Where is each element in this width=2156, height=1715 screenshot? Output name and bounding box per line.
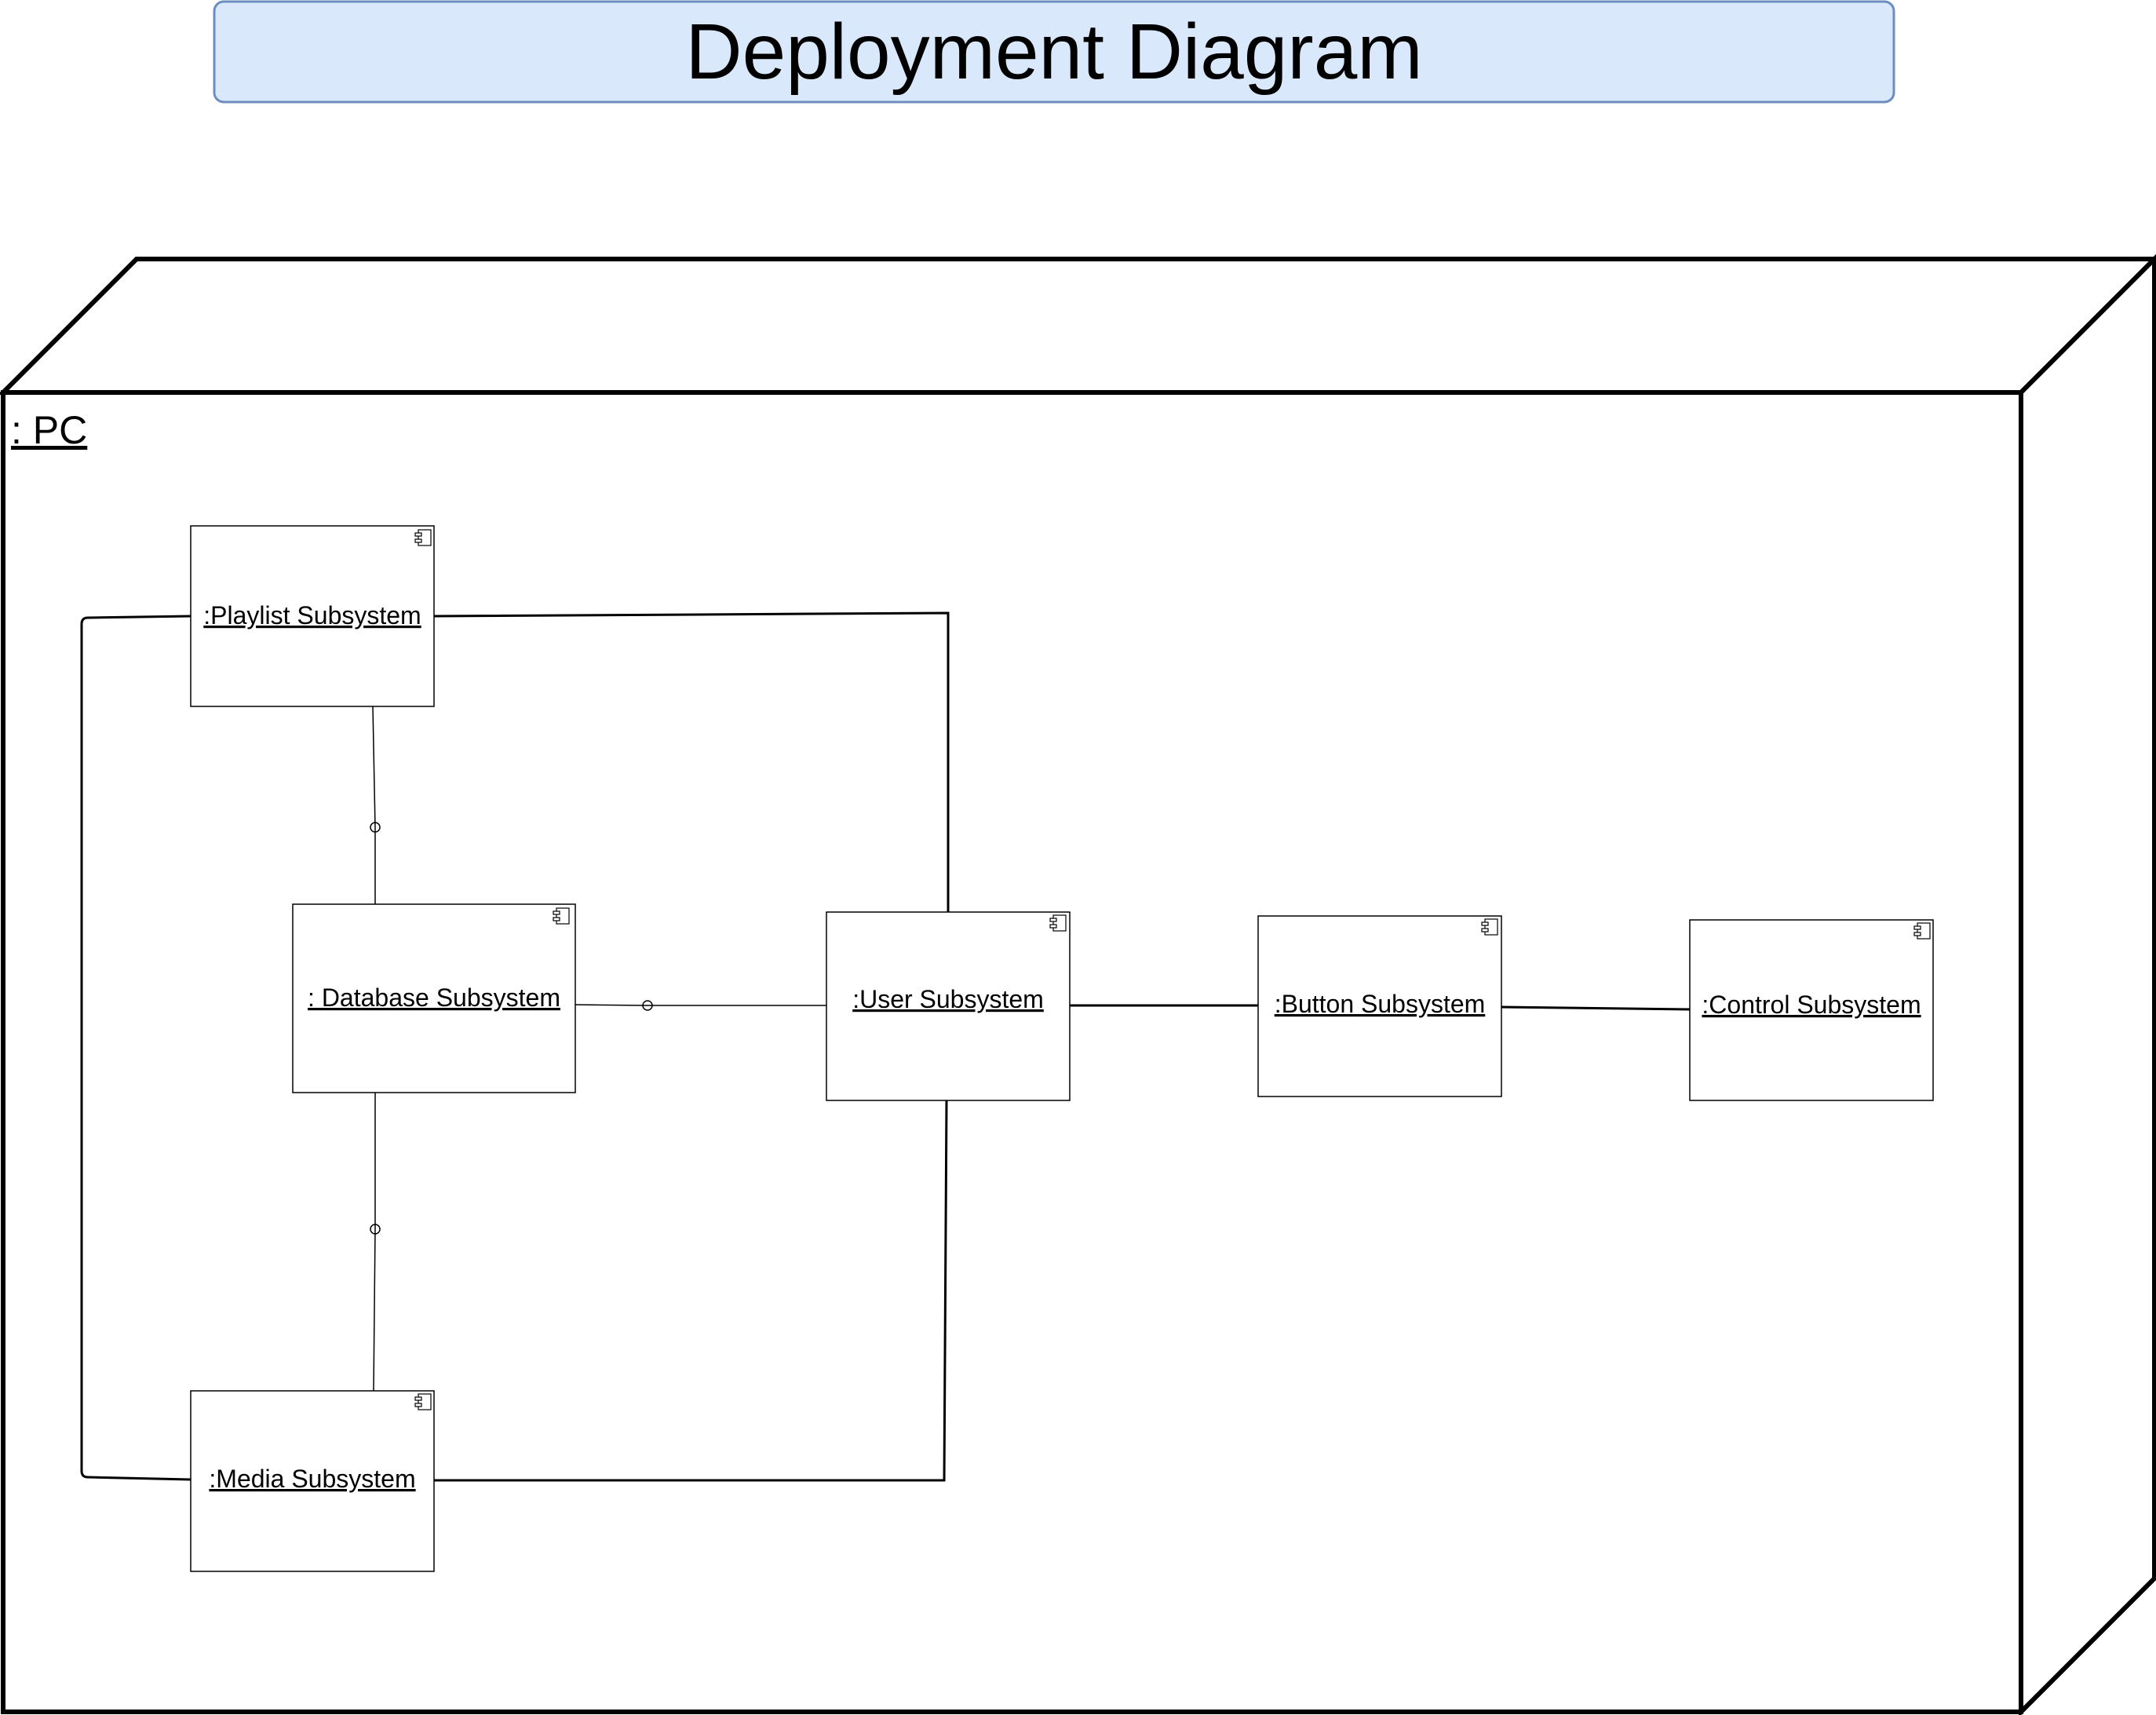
component-icon <box>553 907 570 925</box>
interface-database-media-line-b <box>373 1228 376 1392</box>
component-database[interactable]: : Database Subsystem <box>292 903 576 1093</box>
component-label: :Control Subsystem <box>1702 991 1921 1019</box>
component-control[interactable]: :Control Subsystem <box>1689 919 1934 1101</box>
component-box <box>292 903 576 1093</box>
title-box <box>213 0 1895 104</box>
component-box <box>826 911 1071 1101</box>
component-icon <box>414 529 432 546</box>
component-user[interactable]: :User Subsystem <box>826 911 1071 1101</box>
node-top-face <box>0 257 2156 395</box>
component-icon <box>1913 922 1931 940</box>
component-media[interactable]: :Media Subsystem <box>190 1390 435 1572</box>
component-label: : Database Subsystem <box>308 983 560 1012</box>
component-icon <box>414 1393 432 1410</box>
component-box <box>1257 915 1502 1097</box>
solid-connectors <box>80 611 1691 1482</box>
title-banner: Deployment Diagram <box>213 0 1895 104</box>
component-box <box>1689 919 1934 1101</box>
interface-socket-icon <box>642 1000 653 1011</box>
component-box <box>190 1390 435 1572</box>
interface-playlist-database-line-a <box>372 706 376 828</box>
component-label: :Button Subsystem <box>1275 990 1486 1018</box>
component-label: :Media Subsystem <box>209 1465 415 1493</box>
component-button[interactable]: :Button Subsystem <box>1257 915 1502 1097</box>
component-playlist[interactable]: :Playlist Subsystem <box>190 525 435 707</box>
component-label: :Playlist Subsystem <box>203 601 421 629</box>
connector-playlist-user <box>433 611 950 912</box>
component-box <box>190 525 435 707</box>
diagram-title: Deployment Diagram <box>685 8 1422 96</box>
interface-socket-icon <box>370 822 381 833</box>
connector-playlist-media <box>80 615 192 1481</box>
connector-media-user <box>434 1098 948 1482</box>
interface-socket-icon <box>370 1224 381 1235</box>
component-icon <box>1481 918 1498 936</box>
node-side-face <box>2019 254 2156 1715</box>
connector-button-control <box>1501 1005 1691 1011</box>
interface-connectors <box>370 706 826 1392</box>
component-icon <box>1049 914 1067 932</box>
node-label: : PC <box>11 408 87 452</box>
component-label: :User Subsystem <box>852 985 1044 1013</box>
